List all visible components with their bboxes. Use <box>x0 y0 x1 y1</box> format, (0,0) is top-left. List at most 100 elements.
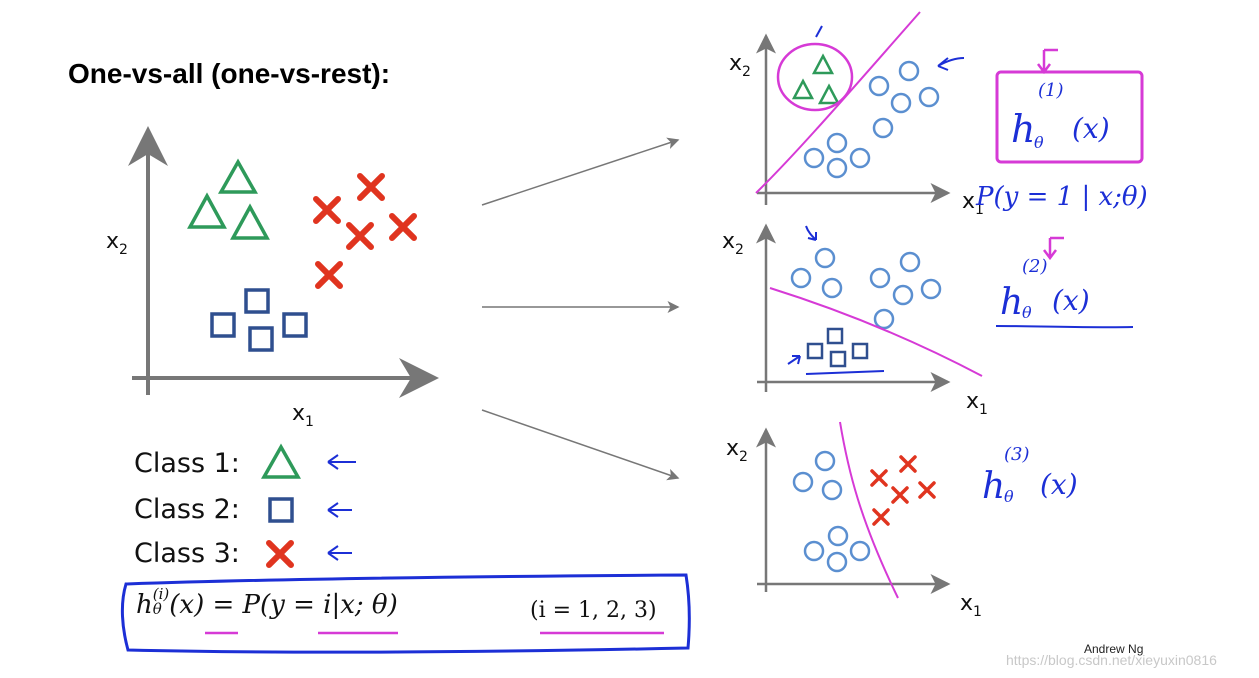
main-y-label: x2 <box>106 229 128 258</box>
sub3-x-label: x1 <box>960 591 982 620</box>
circle-marker <box>872 117 894 139</box>
sub2-hyp-arg: (x) <box>1052 284 1090 317</box>
hand-arrow-icon <box>327 502 352 518</box>
arrow-to-subplot-1 <box>481 137 680 206</box>
circle-marker <box>869 267 891 289</box>
square-marker <box>826 327 844 345</box>
square-marker <box>244 288 270 314</box>
circle-marker <box>814 450 836 472</box>
main-class3-points <box>313 173 417 289</box>
sub3-hyp-arg: (x) <box>1040 468 1078 501</box>
sub1-decision-boundary <box>755 11 921 194</box>
sub1-class-circle <box>776 42 854 112</box>
sub1-hyp-theta: θ <box>1034 133 1044 152</box>
sub2-hyp-h: h <box>1000 282 1023 323</box>
connector-arrows <box>481 137 680 481</box>
sub1-probability-note: P(y = 1 | x;θ) <box>975 182 1148 212</box>
sub3-hyp-h: h <box>982 466 1005 507</box>
circle-marker <box>898 60 920 82</box>
sub2-decision-boundary <box>769 287 983 377</box>
circle-marker <box>918 86 940 108</box>
circle-marker <box>849 147 871 169</box>
legend-cross-icon <box>266 540 294 568</box>
circle-marker <box>826 551 848 573</box>
square-marker <box>829 350 847 368</box>
sub3-y-label: x2 <box>726 436 748 465</box>
sub2-y-label: x2 <box>722 229 744 258</box>
cross-marker <box>899 455 917 473</box>
sub1-arrow-mark <box>937 57 965 71</box>
circle-marker <box>826 132 848 154</box>
circle-marker <box>873 308 895 330</box>
circle-marker <box>826 157 848 179</box>
sub1-hyp-arg: (x) <box>1072 112 1110 145</box>
sub2-underline-mark <box>805 370 885 375</box>
sub1-tick-mark <box>815 25 823 38</box>
formula-rhs: (x) = P(y = i|x; θ) <box>169 590 398 620</box>
sub2-hyp-index: (2) <box>1022 256 1048 277</box>
square-marker <box>248 326 274 352</box>
cross-marker <box>313 196 341 224</box>
sub2-hypothesis: (2) h θ (x) <box>995 236 1134 329</box>
watermark: https://blog.csdn.net/xieyuxin0816 <box>1006 652 1217 668</box>
sub3-hyp-index: (3) <box>1004 444 1030 465</box>
sub3-circles <box>792 450 871 573</box>
circle-marker <box>849 540 871 562</box>
circle-marker <box>827 525 849 547</box>
circle-marker <box>892 284 914 306</box>
sub2-tick-mark <box>805 225 817 241</box>
subplot-1: x2 x1 <box>729 11 1148 218</box>
circle-marker <box>803 147 825 169</box>
subplot-3: x2 x1 (3) h θ <box>726 421 1078 620</box>
circle-marker <box>790 267 812 289</box>
circle-marker <box>899 251 921 273</box>
legend-markers <box>260 443 356 568</box>
square-marker <box>282 312 308 338</box>
cross-marker <box>357 173 385 201</box>
sub2-hyp-theta: θ <box>1022 303 1032 322</box>
circle-marker <box>890 92 912 114</box>
triangle-marker <box>817 83 841 105</box>
formula-lhs: h <box>136 590 153 620</box>
triangle-marker <box>187 192 227 229</box>
triangle-marker <box>811 53 835 75</box>
circle-marker <box>920 278 942 300</box>
subplot-2: x2 x1 <box>722 223 1134 418</box>
cross-marker <box>389 213 417 241</box>
cross-marker <box>891 486 909 504</box>
sub3-decision-boundary <box>839 421 899 599</box>
legend-class-3: Class 3: <box>134 538 240 569</box>
formula-box <box>120 573 691 654</box>
sub1-x-label: x1 <box>962 189 984 218</box>
sub2-underline <box>995 325 1134 329</box>
author-credit: Andrew Ng <box>1084 642 1144 656</box>
legend-class-1: Class 1: <box>134 448 240 479</box>
legend-hand-arrows <box>327 454 356 561</box>
circle-marker <box>821 277 843 299</box>
legend-class-2: Class 2: <box>134 494 240 525</box>
circle-marker <box>868 75 890 97</box>
formula-sub: θ <box>152 600 162 618</box>
sub2-flag-mark <box>1043 236 1064 261</box>
sub1-hyp-h: h <box>1011 107 1035 151</box>
circle-marker <box>803 540 825 562</box>
circle-marker <box>821 479 843 501</box>
sub1-hypothesis-box <box>995 70 1144 164</box>
sub3-crosses <box>870 455 936 526</box>
main-class2-points <box>210 288 308 352</box>
triangle-marker <box>791 78 815 100</box>
sub1-flag-mark <box>1037 48 1058 75</box>
hypothesis-formula: h(i)θ (x) = P(y = i|x; θ) <box>136 585 398 621</box>
sub2-x-label: x1 <box>966 389 988 418</box>
cross-marker <box>872 508 890 526</box>
slide-title: One-vs-all (one-vs-rest): <box>68 58 391 89</box>
formula-sup: (i) <box>152 585 170 603</box>
sub2-squares <box>806 327 869 368</box>
cross-marker <box>315 261 343 289</box>
square-marker <box>210 312 236 338</box>
sub3-hyp-theta: θ <box>1004 487 1014 506</box>
sub1-circles <box>803 60 940 179</box>
main-class1-points <box>187 158 270 240</box>
